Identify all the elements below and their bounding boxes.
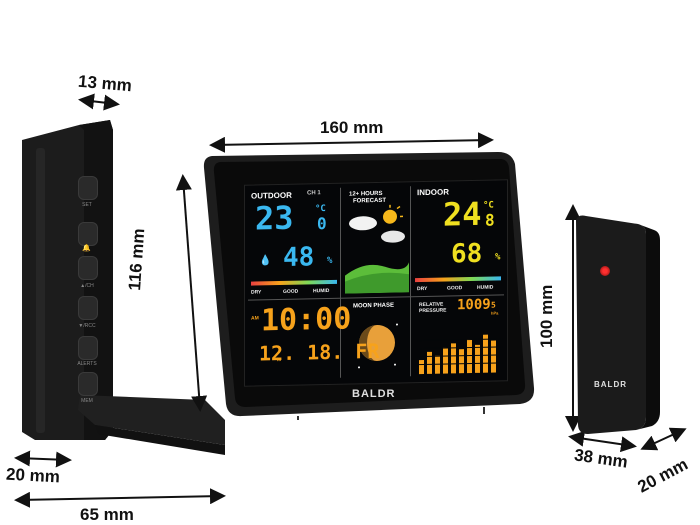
side-view: SET 🔔 ▲/CH ▼/RCC ALERTS MEM	[0, 0, 230, 525]
indoor-temp-decimal: 8	[485, 210, 495, 230]
outdoor-temp-unit: °C	[315, 204, 326, 215]
indoor-comfort-good: GOOD	[447, 285, 463, 292]
indoor-temp-unit: °C	[483, 200, 494, 211]
side-button-5[interactable]	[78, 336, 98, 360]
side-view-drawing	[22, 120, 225, 455]
pressure-value: 1009	[457, 296, 491, 314]
pressure-decimal: 5	[491, 300, 496, 310]
indoor-comfort-bar	[415, 276, 501, 283]
outdoor-comfort-good: GOOD	[283, 288, 299, 295]
indoor-temp: 24	[443, 194, 482, 234]
outdoor-comfort-dry: DRY	[251, 289, 262, 296]
dim-sensor-width: 38 mm	[573, 445, 630, 472]
outdoor-temp-decimal: 0	[317, 214, 327, 234]
outdoor-humidity-unit: %	[327, 255, 333, 267]
side-button-label-mem: MEM	[81, 398, 93, 404]
side-button-label-ch: ▲/CH	[80, 283, 94, 289]
outdoor-humidity: 48	[283, 242, 315, 273]
side-button-label-set: SET	[82, 202, 92, 208]
lcd-screen: OUTDOOR CH 1 23 °C 0 48 % 💧 DRY GOOD HUM…	[244, 179, 508, 387]
base-station-logo: BALDR	[352, 388, 396, 400]
moon-icon	[358, 323, 398, 369]
sensor-logo: BALDR	[594, 380, 627, 389]
dim-sensor-height: 100 mm	[537, 284, 556, 348]
pressure-unit: hPa	[491, 310, 499, 316]
pressure-history-bars	[417, 334, 503, 375]
indoor-comfort-dry: DRY	[417, 285, 428, 293]
dim-stand-length: 65 mm	[80, 505, 134, 524]
dim-sensor-depth: 20 mm	[634, 454, 691, 497]
humidity-drop-icon: 💧	[259, 255, 272, 267]
outdoor-comfort-humid: HUMID	[313, 287, 330, 295]
side-button-6[interactable]	[78, 372, 98, 396]
divider-right	[410, 186, 411, 377]
am-indicator: AM	[251, 315, 259, 322]
base-station: OUTDOOR CH 1 23 °C 0 48 % 💧 DRY GOOD HUM…	[202, 152, 536, 420]
indoor-humidity: 68	[451, 238, 483, 270]
moon-phase-label: MOON PHASE	[353, 302, 395, 310]
clock-time: 10:00	[261, 301, 352, 339]
month-mark: M	[277, 356, 282, 364]
forecast-weather-icon	[345, 204, 409, 294]
bell-icon: 🔔	[82, 245, 91, 252]
forecast-label-2: FORECAST	[353, 197, 386, 205]
dim-main-width: 160 mm	[320, 118, 384, 137]
side-button-2[interactable]	[78, 222, 98, 246]
sensor-led-indicator	[600, 266, 610, 276]
side-button-label-rcc: ▼/RCC	[78, 323, 96, 329]
outdoor-sensor: BALDR	[568, 212, 668, 442]
outdoor-comfort-bar	[251, 279, 337, 286]
indoor-comfort-humid: HUMID	[477, 284, 494, 291]
side-button-label-alerts: ALERTS	[77, 361, 97, 367]
pressure-label-2: PRESSURE	[419, 307, 447, 315]
outdoor-sensor-body	[576, 215, 660, 434]
side-button-1[interactable]	[78, 176, 98, 200]
channel-label: CH 1	[307, 190, 321, 197]
indoor-humidity-unit: %	[495, 252, 501, 263]
side-button-3[interactable]	[78, 256, 98, 280]
side-button-4[interactable]	[78, 296, 98, 320]
outdoor-temp: 23	[255, 198, 294, 238]
forecast-label-1: 12+ HOURS	[349, 190, 383, 198]
dim-stand-depth: 20 mm	[5, 464, 61, 487]
